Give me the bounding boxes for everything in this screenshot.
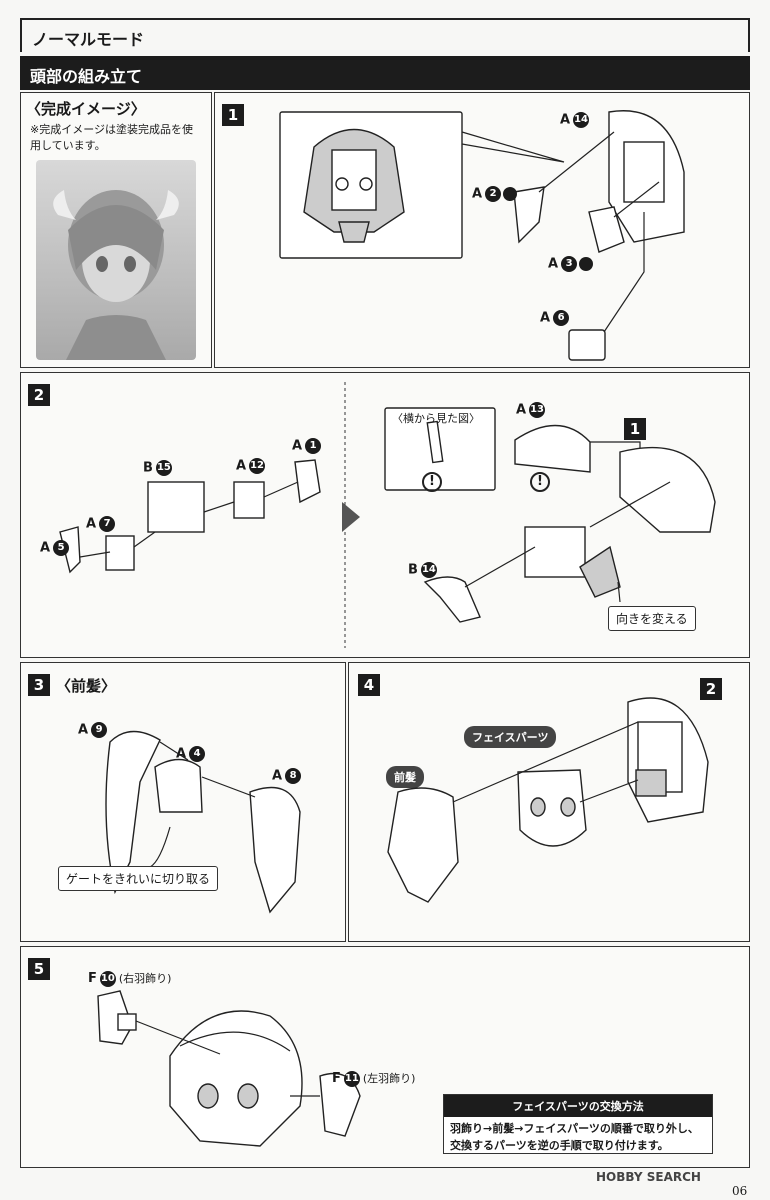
bangs-label: 前髪: [386, 766, 424, 788]
logo-text: HOBBY SEARCH: [596, 1170, 701, 1184]
step3-number: 3: [28, 674, 50, 696]
part-letter: A: [472, 186, 483, 202]
step2-diagram: [59, 382, 716, 648]
step2-callout: 向きを変える: [608, 606, 696, 631]
part-number-badge: 15: [155, 460, 172, 476]
step4-ref-step: 2: [700, 678, 722, 700]
part-letter: A: [292, 438, 303, 454]
part-letter: A: [560, 112, 571, 128]
gate-cut-icon: [503, 187, 518, 201]
face-parts-swap-info: フェイスパーツの交換方法 羽飾り→前髪→フェイスパーツの順番で取り外し、交換する…: [443, 1094, 713, 1154]
warning-mark: !: [422, 472, 442, 492]
part-number-badge: 14: [420, 562, 437, 578]
part-letter: A: [516, 402, 527, 418]
page-number: 06: [732, 1184, 748, 1198]
part-number-badge: 9: [91, 722, 108, 738]
part-note: (左羽飾り): [362, 1072, 416, 1085]
part-letter: A: [78, 722, 89, 738]
gate-cut-icon: [579, 257, 594, 271]
step2-number: 2: [28, 384, 50, 406]
warning-mark-text: !: [537, 474, 543, 489]
part-letter: A: [86, 516, 97, 532]
step5-number: 5: [28, 958, 50, 980]
part-number-badge: 3: [561, 256, 578, 272]
part-letter: A: [548, 256, 559, 272]
hobby-search-logo: HOBBY SEARCH: [596, 1170, 701, 1184]
info-title: フェイスパーツの交換方法: [444, 1095, 712, 1117]
part-letter: A: [540, 310, 551, 326]
warning-mark: !: [530, 472, 550, 492]
part-number-badge: 11: [343, 1070, 360, 1087]
info-body: 羽飾り→前髪→フェイスパーツの順番で取り外し、交換するパーツを逆の手順で取り付け…: [450, 1122, 699, 1152]
step3-title: 〈前髪〉: [56, 677, 117, 695]
side-view-label-text: 〈横から見た図〉: [392, 412, 480, 425]
part-letter: F: [88, 971, 97, 986]
preview-image: [36, 160, 196, 360]
section-title: 頭部の組み立て: [20, 56, 750, 90]
step1-diagram: [279, 110, 685, 361]
step5-diagram: [97, 990, 361, 1147]
step4-diagram: [387, 697, 709, 903]
part-number-badge: 14: [573, 112, 590, 128]
part-number-badge: 8: [285, 768, 302, 784]
part-letter: A: [236, 458, 247, 474]
step3-callout: ゲートをきれいに切り取る: [58, 866, 219, 891]
part-note: (右羽飾り): [118, 972, 172, 985]
part-number-badge: 5: [53, 540, 70, 556]
part-number-badge: 13: [529, 402, 546, 418]
mode-title: ノーマルモード: [20, 18, 750, 52]
step1-number: 1: [222, 104, 244, 126]
face-parts-label: フェイスパーツ: [464, 726, 557, 748]
step4-number: 4: [358, 674, 380, 696]
warning-mark-text: !: [429, 474, 435, 489]
step2-ref-step: 1: [624, 418, 646, 440]
preview-note: ※完成イメージは塗装完成品を使用しています。: [30, 123, 193, 152]
part-letter: A: [40, 540, 51, 556]
part-letter: B: [408, 562, 418, 578]
part-letter: B: [143, 460, 153, 476]
part-letter: A: [176, 746, 187, 762]
part-number-badge: 10: [99, 970, 116, 987]
figure-head-illustration: [53, 190, 179, 360]
part-letter: A: [272, 768, 283, 784]
step3-diagram: [105, 730, 301, 914]
part-number-badge: 4: [189, 746, 206, 762]
preview-title: 〈完成イメージ〉: [26, 100, 146, 118]
part-number-badge: 2: [485, 186, 502, 202]
part-number-badge: 12: [249, 458, 266, 474]
part-letter: F: [332, 1071, 341, 1086]
part-number-badge: 1: [305, 438, 322, 454]
part-number-badge: 7: [99, 516, 116, 532]
part-number-badge: 6: [553, 310, 570, 326]
side-view-label: 〈横から見た図〉: [392, 410, 480, 426]
